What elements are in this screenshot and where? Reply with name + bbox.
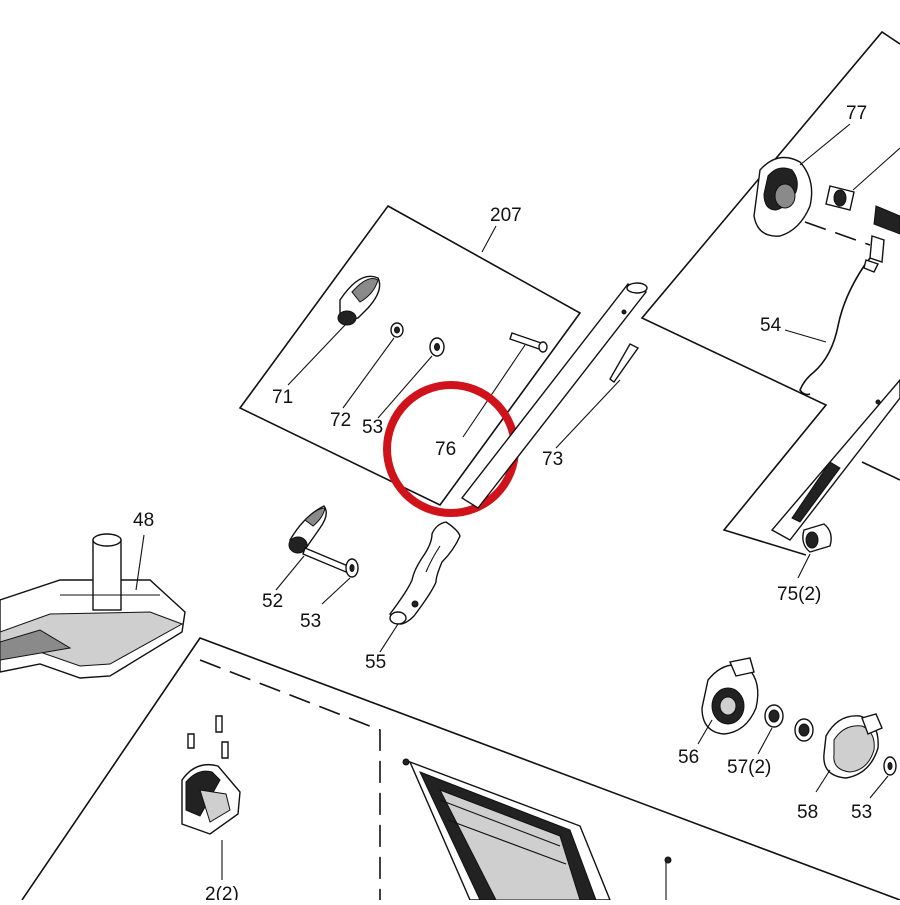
leader-48 [135,534,145,591]
label-76: 76 [435,439,456,460]
label-56: 56 [678,747,699,768]
part-73-tube [460,282,648,509]
leader-53b [321,577,351,605]
part-57-bearing [764,704,814,742]
part-main-frame [402,758,612,901]
leader-75 [797,553,811,579]
leader-57 [757,727,773,755]
part-53-washer-b [345,558,359,578]
leader-56 [697,719,713,745]
part-55-bent-tube [389,521,461,625]
label-207: 207 [490,205,522,226]
leader-58 [815,769,831,793]
leader-76 [462,344,526,438]
part-72-nut [390,322,404,338]
leader-53c [869,775,889,799]
part-52-knob [288,505,349,573]
frame-rod-cap [664,856,672,864]
part-53-washer-a [429,337,445,357]
lower-dashed-box [199,659,381,900]
kit-207-frame [238,204,582,507]
label-53b: 53 [300,611,321,632]
label-55: 55 [365,652,386,673]
part-77-housing [753,156,900,237]
label-2: 2(2) [205,884,239,900]
leader-52 [275,555,305,591]
label-72: 72 [330,410,351,431]
label-71: 71 [272,387,293,408]
lower-frame [21,637,900,901]
leader-54 [784,329,827,343]
right-mid-frame [861,461,900,481]
part-76-pin [509,332,548,353]
label-58: 58 [797,802,818,823]
leader-78 [852,147,900,191]
dash-77-54 [804,221,871,246]
label-57: 57(2) [727,757,771,778]
label-48: 48 [133,510,154,531]
part-seat-rail [770,378,900,541]
leader-53a [377,355,433,419]
leader-73 [555,379,621,449]
leader-55 [379,623,399,653]
leader-71 [287,323,347,386]
part-54-cable [799,235,885,396]
label-53a: 53 [362,417,383,438]
part-56-crank-housing [701,657,759,735]
part-48-base [0,533,186,679]
label-77: 77 [846,103,867,124]
right-upper-frame [640,30,900,556]
label-75: 75(2) [777,584,821,605]
leader-77 [799,123,851,166]
part-58-crank-cover [823,713,883,779]
part-75-bushing [802,523,832,553]
leader-72 [342,337,395,409]
leader-207 [481,225,497,253]
label-73: 73 [542,449,563,470]
label-52: 52 [262,591,283,612]
part-2-bracket [181,715,241,835]
part-53-washer-c [883,756,897,776]
part-71-knob [337,275,381,326]
label-54: 54 [760,315,782,336]
label-53c: 53 [851,802,872,823]
